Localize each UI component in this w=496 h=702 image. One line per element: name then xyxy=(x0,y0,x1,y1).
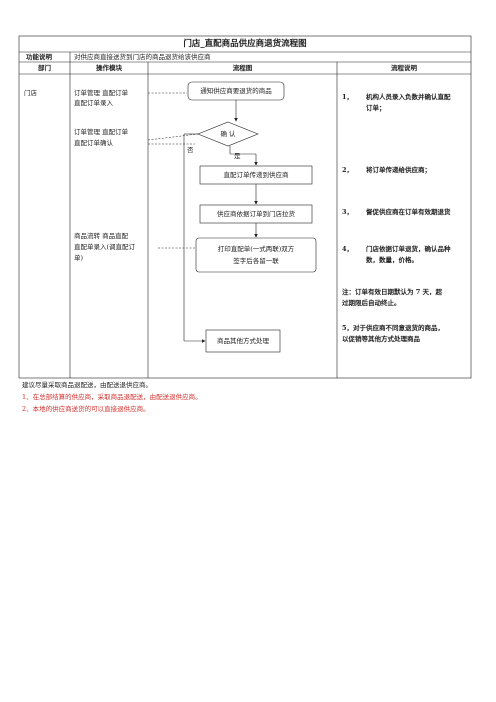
module-3-line1: 商品流转 商品直配 xyxy=(74,232,129,240)
module-2-line1: 订单管理 直配订单 xyxy=(74,128,129,136)
desc-1-num: 1， xyxy=(342,93,354,101)
flow-step2-text: 供应商依据订单到门店拉货 xyxy=(217,210,295,218)
flow-start-text: 通知供应商要退货的商品 xyxy=(200,87,272,95)
function-text: 对供应商直接送货到门店的商品退货给该供应商 xyxy=(74,53,211,61)
module-3-line3: 单) xyxy=(74,254,84,262)
header-module: 操作模块 xyxy=(96,64,122,72)
flow-step1-text: 直配订单传递到供应商 xyxy=(223,171,289,179)
note-1-line2: 过期限后自动终止。 xyxy=(342,299,401,307)
table-grid xyxy=(18,35,472,379)
flow-decision-text: 确 认 xyxy=(220,130,236,138)
desc-2-num: 2， xyxy=(342,166,354,174)
header-desc: 流程说明 xyxy=(391,64,417,72)
module-leader-lines xyxy=(147,92,199,249)
note-2-line2: 以促销等其他方式处理商品 xyxy=(342,335,420,343)
desc-4-num: 4， xyxy=(342,245,354,253)
module-1-line2: 直配订单录入 xyxy=(74,99,113,107)
flow-shapes xyxy=(187,81,317,353)
header-dept: 部门 xyxy=(38,64,51,72)
module-2-line2: 直配订单确认 xyxy=(74,139,113,147)
flow-other-box xyxy=(205,329,281,353)
flow-connectors xyxy=(183,100,258,343)
footer-line0: 建议尽量采取商品退配送，由配送退供应商。 xyxy=(22,381,152,389)
document-title: 门店_直配商品供应商退货流程图 xyxy=(183,39,307,49)
flow-step3-line2: 签字后各留一联 xyxy=(233,257,279,265)
flow-yes-label: 是 xyxy=(234,152,241,160)
footer-line2: 2、本地的供应商送货的可以直接退供应商。 xyxy=(22,405,150,413)
note-2-line1: 5，对于供应商不同意退货的商品， xyxy=(342,324,445,332)
module-3-line2: 直配单录入(调直配订 xyxy=(74,243,136,251)
desc-1-line1: 机构人员录入负数并确认直配 xyxy=(366,93,451,101)
flow-step3-box xyxy=(195,237,317,273)
function-label: 功能说明 xyxy=(26,53,52,61)
department-name: 门店 xyxy=(24,89,37,97)
desc-1-line2: 订单； xyxy=(366,104,386,112)
desc-3-line1: 督促供应商在订单有效期退货 xyxy=(366,208,451,216)
module-1-line1: 订单管理 直配订单 xyxy=(74,89,129,97)
header-flow: 流程图 xyxy=(232,64,253,72)
flow-other-text: 商品其他方式处理 xyxy=(217,337,269,345)
flow-step3-line1: 打印直配单(一式两联)双方 xyxy=(217,245,295,253)
desc-4-line2: 数，数量，价格。 xyxy=(366,256,418,264)
desc-2-line1: 将订单传递给供应商； xyxy=(366,166,431,174)
desc-3-num: 3， xyxy=(342,208,354,216)
footer-line1: 1、在总部结算的供应商，采取商品退配送，由配送退供应商。 xyxy=(22,393,202,401)
flow-decision-diamond xyxy=(197,121,259,147)
note-1-line1: 注：订单有效日期默认为 7 天，超 xyxy=(342,288,443,296)
flow-no-label: 否 xyxy=(187,146,194,154)
desc-4-line1: 门店依据订单退货，确认品种 xyxy=(366,245,451,253)
